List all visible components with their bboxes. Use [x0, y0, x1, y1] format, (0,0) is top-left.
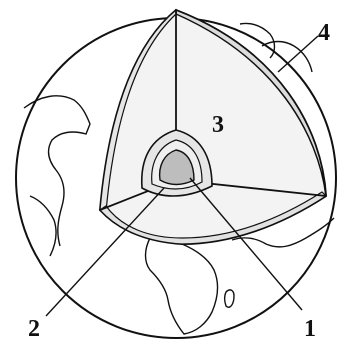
- label-3-mantle: 3: [212, 112, 224, 138]
- label-2-outer-core: 2: [28, 316, 40, 342]
- label-1-inner-core: 1: [304, 316, 316, 342]
- label-4-crust: 4: [318, 20, 330, 46]
